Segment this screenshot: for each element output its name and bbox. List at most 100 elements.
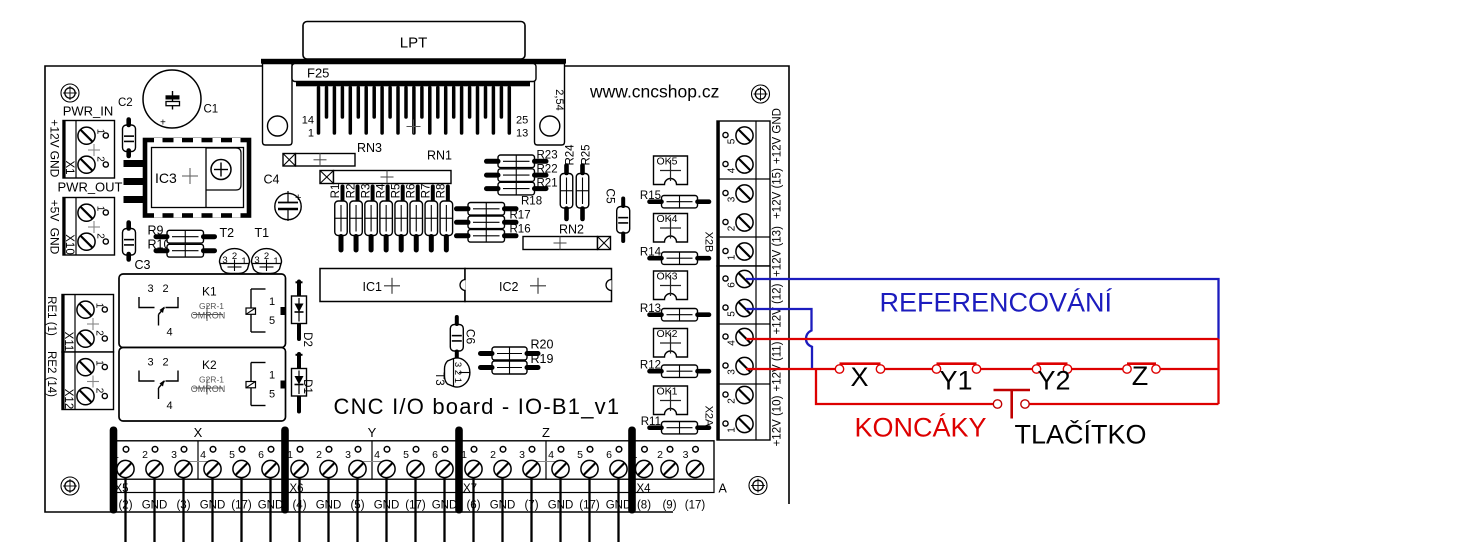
svg-text:TLAČÍTKO: TLAČÍTKO	[1015, 419, 1147, 450]
svg-text:2: 2	[95, 233, 106, 239]
svg-text:C6: C6	[463, 329, 477, 345]
svg-text:PWR_IN: PWR_IN	[63, 104, 114, 119]
svg-text:R12: R12	[640, 360, 661, 372]
svg-text:REFERENCOVÁNÍ: REFERENCOVÁNÍ	[880, 288, 1113, 318]
svg-text:1: 1	[95, 129, 106, 135]
svg-text:PWR_OUT: PWR_OUT	[58, 180, 123, 195]
svg-text:4: 4	[727, 167, 738, 173]
svg-text:1: 1	[461, 449, 467, 461]
svg-text:C4: C4	[264, 173, 280, 187]
svg-text:R24: R24	[565, 144, 577, 166]
svg-text:A: A	[719, 482, 728, 496]
svg-text:R18: R18	[521, 196, 542, 208]
svg-text:1: 1	[94, 303, 105, 309]
svg-text:C1: C1	[204, 104, 219, 116]
svg-text:GND: GND	[142, 500, 168, 512]
svg-text:R2: R2	[345, 184, 357, 199]
svg-text:2: 2	[142, 449, 148, 461]
svg-text:1: 1	[287, 449, 293, 461]
svg-text:C5: C5	[603, 188, 617, 204]
svg-text:1: 1	[308, 128, 314, 140]
svg-text:3: 3	[171, 449, 177, 461]
svg-text:3: 3	[254, 255, 259, 266]
svg-text:2,54: 2,54	[553, 89, 565, 110]
svg-text:2: 2	[727, 225, 738, 231]
svg-text:R22: R22	[537, 164, 558, 176]
svg-text:D1: D1	[301, 379, 313, 394]
svg-text:X7: X7	[463, 483, 477, 495]
svg-text:+12V GND: +12V GND	[772, 108, 784, 164]
svg-text:2: 2	[95, 156, 106, 162]
svg-text:(6): (6)	[466, 500, 480, 512]
svg-text:Z: Z	[1132, 361, 1149, 391]
svg-text:5: 5	[577, 449, 583, 461]
svg-text:OK5: OK5	[657, 155, 678, 167]
svg-text:(7): (7)	[524, 500, 538, 512]
svg-text:4: 4	[727, 340, 738, 346]
svg-text:(9): (9)	[662, 500, 676, 512]
svg-text:X12: X12	[62, 389, 74, 409]
svg-text:Y1: Y1	[939, 366, 972, 396]
svg-text:R17: R17	[510, 210, 531, 222]
svg-text:Y2: Y2	[1037, 366, 1070, 396]
svg-text:3: 3	[147, 283, 153, 295]
svg-text:3: 3	[727, 369, 738, 375]
svg-text:R9: R9	[148, 224, 164, 238]
svg-text:3: 3	[727, 196, 738, 202]
svg-text:GND: GND	[200, 500, 226, 512]
svg-text:R1: R1	[330, 184, 342, 199]
svg-text:2: 2	[94, 330, 105, 336]
svg-text:1: 1	[727, 254, 738, 260]
svg-text:OK3: OK3	[657, 270, 678, 282]
svg-text:GND: GND	[258, 500, 284, 512]
svg-text:(5): (5)	[350, 500, 364, 512]
svg-text:2: 2	[162, 283, 168, 295]
svg-text:T2: T2	[220, 226, 235, 240]
svg-text:GND: GND	[606, 500, 632, 512]
svg-text:R25: R25	[581, 144, 593, 165]
svg-text:(3): (3)	[176, 500, 190, 512]
svg-text:+12V (15): +12V (15)	[772, 168, 784, 219]
svg-text:2: 2	[316, 449, 322, 461]
svg-text:1: 1	[269, 296, 275, 308]
svg-text:G2R-1: G2R-1	[199, 301, 224, 311]
svg-text:R4: R4	[375, 183, 387, 198]
svg-text:1: 1	[273, 256, 278, 267]
svg-text:R5: R5	[390, 184, 402, 199]
svg-text:R13: R13	[640, 303, 661, 315]
svg-text:(4): (4)	[292, 500, 306, 512]
svg-text:X6: X6	[290, 483, 304, 495]
svg-text:5: 5	[229, 449, 235, 461]
svg-text:RN2: RN2	[559, 223, 584, 237]
svg-text:5: 5	[403, 449, 409, 461]
svg-text:1: 1	[727, 427, 738, 433]
svg-text:+12V (10): +12V (10)	[772, 395, 784, 446]
svg-text:3: 3	[147, 357, 153, 369]
svg-text:R16: R16	[510, 224, 531, 236]
svg-text:2: 2	[94, 388, 105, 394]
svg-text:4: 4	[166, 327, 172, 339]
svg-text:13: 13	[516, 128, 528, 140]
svg-text:5: 5	[727, 311, 738, 317]
svg-text:CNC I/O board - IO-B1_v1: CNC I/O board - IO-B1_v1	[334, 394, 621, 419]
svg-text:R19: R19	[531, 352, 554, 366]
svg-text:(17): (17)	[579, 500, 600, 512]
svg-text:3: 3	[222, 255, 227, 266]
svg-text:+12V (13): +12V (13)	[772, 226, 784, 277]
svg-text:R21: R21	[537, 178, 558, 190]
svg-text:IC2: IC2	[499, 280, 519, 294]
svg-text:LPT: LPT	[400, 35, 428, 52]
svg-text:1: 1	[95, 206, 106, 212]
svg-text:D2: D2	[301, 332, 313, 347]
svg-text:(8): (8)	[637, 500, 651, 512]
svg-text:T1: T1	[255, 226, 270, 240]
svg-text:(2): (2)	[118, 500, 132, 512]
svg-text:F25: F25	[307, 66, 329, 81]
svg-text:+: +	[160, 118, 166, 129]
svg-text:X2A: X2A	[703, 406, 715, 427]
svg-text:RN1: RN1	[427, 149, 452, 163]
svg-text:Y: Y	[368, 425, 377, 440]
svg-text:OMRON: OMRON	[191, 384, 226, 394]
svg-text:OK1: OK1	[657, 385, 678, 397]
svg-text:(17): (17)	[231, 500, 252, 512]
